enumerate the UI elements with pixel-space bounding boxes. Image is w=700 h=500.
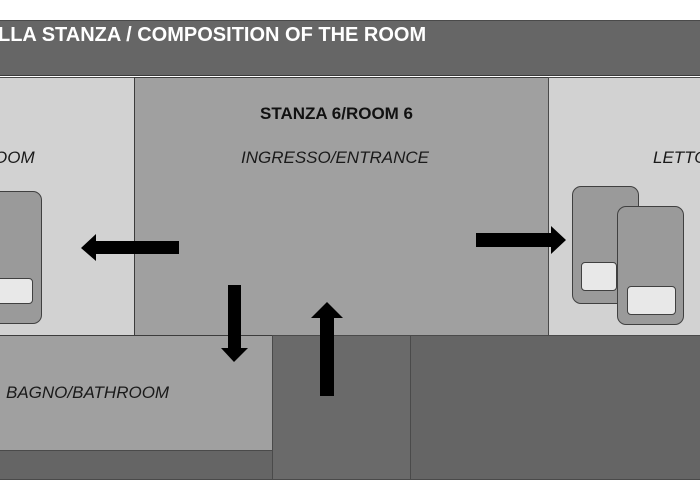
lower-right-area xyxy=(410,335,700,480)
bed-icon xyxy=(0,191,42,324)
arrow-up-icon xyxy=(311,302,343,396)
bed-icon xyxy=(617,206,684,325)
arrow-right-icon xyxy=(476,226,566,254)
entrance-label: INGRESSO/ENTRANCE xyxy=(241,148,429,167)
room-title: STANZA 6/ROOM 6 xyxy=(260,104,414,123)
room-left-label: OOM xyxy=(0,148,35,167)
arrow-down-icon xyxy=(221,285,248,362)
below-bathroom-strip xyxy=(0,450,273,480)
bathroom-label: BAGNO/BATHROOM xyxy=(6,383,170,402)
corridor xyxy=(272,335,411,480)
pillow-icon xyxy=(627,286,676,315)
pillow-icon xyxy=(581,262,617,291)
header-bar xyxy=(0,20,700,76)
arrow-left-icon xyxy=(81,234,179,261)
room-entrance xyxy=(134,77,549,336)
pillow-icon xyxy=(0,278,33,304)
bedroom-label: LETTO xyxy=(653,148,700,167)
page-title: LLA STANZA / COMPOSITION OF THE ROOM xyxy=(0,24,427,46)
